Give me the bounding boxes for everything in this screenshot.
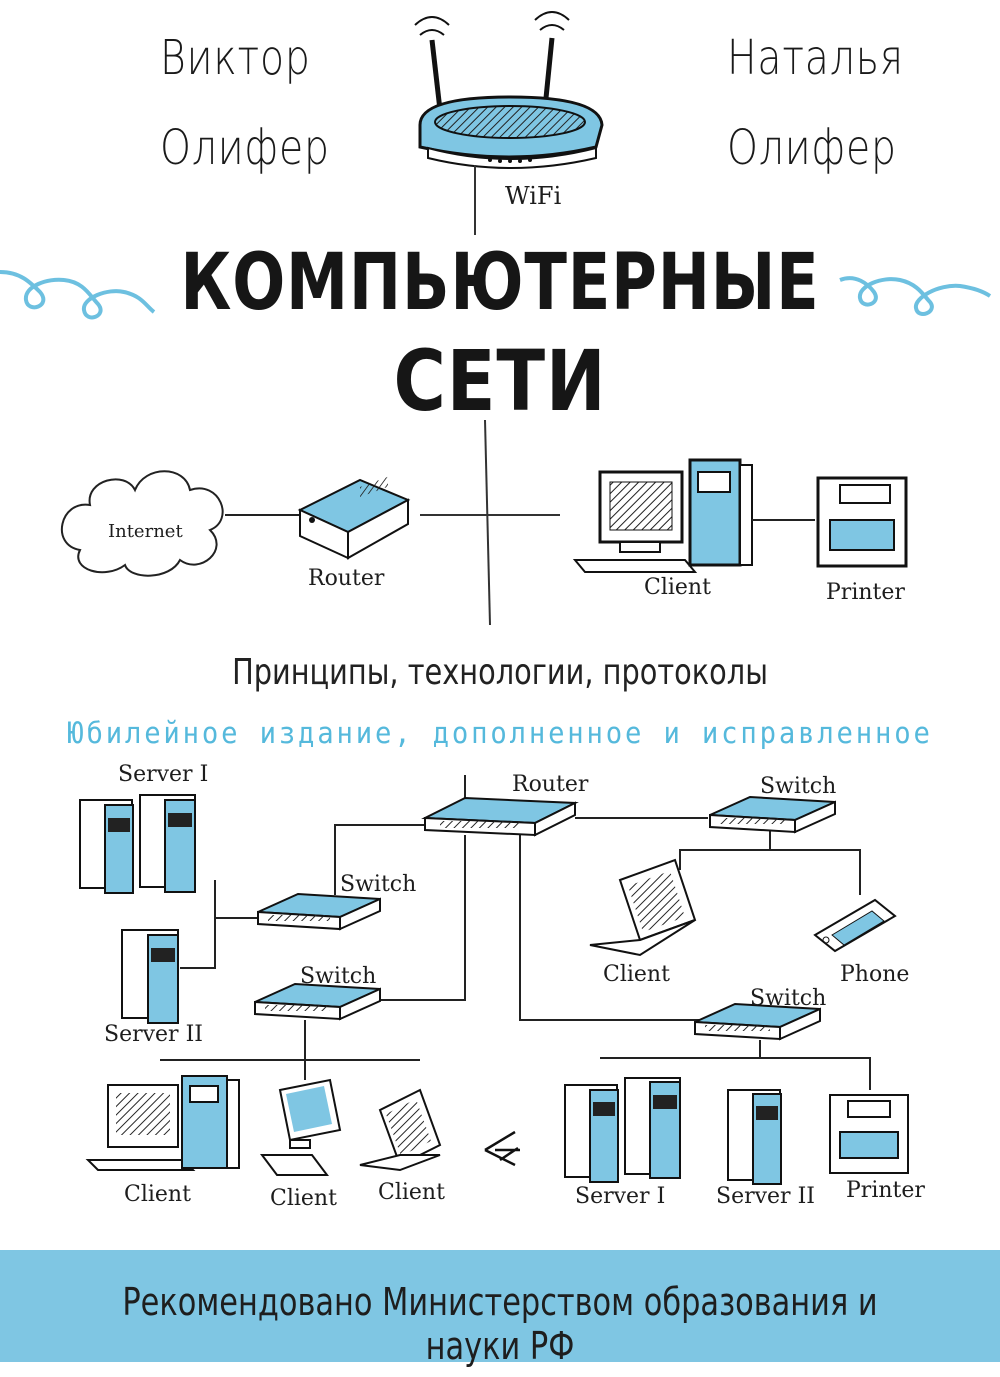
switch-mid-label: Switch — [340, 872, 417, 897]
top-printer-icon — [816, 476, 908, 568]
top-router-icon — [297, 476, 411, 560]
edition-note: Юбилейное издание, дополненное и исправл… — [67, 716, 933, 750]
client-3-label: Client — [378, 1180, 445, 1205]
client-3-laptop-icon — [359, 1088, 442, 1172]
publisher-logo-icon — [484, 1130, 520, 1167]
top-printer-label: Printer — [826, 580, 905, 605]
switch-bottom-right-icon — [694, 1002, 821, 1041]
switch-top-right-icon — [709, 795, 836, 834]
book-subtitle: Принципы, технологии, протоколы — [232, 652, 768, 693]
author-right-last-name: Олифер — [727, 120, 897, 176]
switch-bottom-right-label: Switch — [750, 986, 827, 1011]
internet-label: Internet — [108, 521, 183, 542]
switch-mid-icon — [257, 892, 381, 931]
client-1-desktop-icon — [85, 1075, 240, 1171]
top-router-label: Router — [308, 566, 385, 591]
decorative-curl-left — [0, 270, 156, 320]
top-client-label: Client — [644, 575, 711, 600]
decorative-curl-right — [839, 276, 992, 316]
internet-cloud-icon — [61, 470, 224, 577]
wifi-label: WiFi — [505, 182, 562, 210]
server-1-left-icon — [79, 794, 196, 894]
author-right: Наталья Олифер — [727, 28, 904, 178]
client-2-desktop-icon — [260, 1078, 342, 1176]
bottom-router-icon — [421, 796, 579, 837]
printer-right-label: Printer — [846, 1178, 925, 1203]
server-2-right-label: Server II — [716, 1184, 815, 1209]
author-left-first-name: Виктор — [160, 30, 311, 86]
switch-top-right-label: Switch — [760, 774, 837, 799]
book-title-line2: СЕТИ — [393, 332, 607, 430]
server-1-right-icon — [564, 1077, 681, 1183]
laptop-client-right-icon — [589, 858, 697, 957]
switch-left-icon — [254, 982, 381, 1021]
switch-left-label: Switch — [300, 964, 377, 989]
server-2-left-icon — [121, 929, 179, 1024]
top-client-computer-icon — [572, 458, 753, 573]
client-2-label: Client — [270, 1186, 337, 1211]
phone-icon — [813, 898, 897, 953]
book-title-line1: КОМПЬЮТЕРНЫЕ — [180, 238, 820, 328]
recommendation-banner: Рекомендовано Министерством образования … — [0, 1250, 1000, 1368]
server-2-left-label: Server II — [104, 1022, 203, 1047]
author-left: Виктор Олифер — [160, 28, 330, 178]
wifi-router-icon — [414, 11, 604, 169]
recommendation-text: Рекомендовано Министерством образования … — [122, 1280, 878, 1368]
printer-right-icon — [829, 1094, 909, 1174]
client-1-label: Client — [124, 1182, 191, 1207]
server-2-right-icon — [727, 1089, 782, 1185]
bottom-router-label: Router — [512, 772, 589, 797]
author-right-first-name: Наталья — [727, 30, 904, 86]
server-1-left-label: Server I — [118, 762, 209, 787]
server-1-right-label: Server I — [575, 1184, 666, 1209]
client-laptop-right-label: Client — [603, 962, 670, 987]
author-left-last-name: Олифер — [160, 120, 330, 176]
network-links — [160, 775, 871, 1090]
phone-label: Phone — [840, 962, 910, 987]
